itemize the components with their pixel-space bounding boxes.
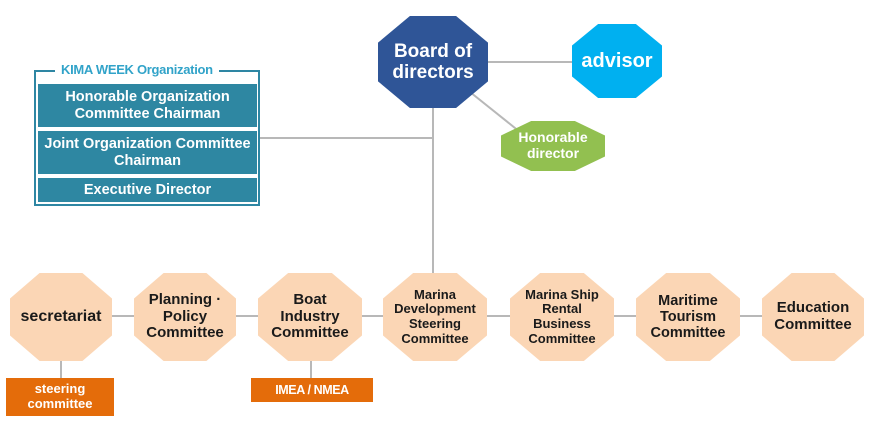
org-row-joint-chairman: Joint Organization Committee Chairman	[38, 131, 257, 174]
committee-marina-ship-rental: Marina Ship Rental Business Committee	[510, 273, 614, 361]
honorable-director-node: Honorable director	[501, 121, 605, 171]
imea-nmea-box: IMEA / NMEA	[251, 378, 373, 402]
committee-secretariat: secretariat	[10, 273, 112, 361]
org-row-honorable-chairman: Honorable Organization Committee Chairma…	[38, 84, 257, 127]
org-row-executive-director: Executive Director	[38, 178, 257, 202]
committee-planning-policy: Planning · Policy Committee	[134, 273, 236, 361]
board-of-directors-node: Board of directors	[378, 16, 488, 108]
advisor-node: advisor	[572, 24, 662, 98]
committee-marina-development: Marina Development Steering Committee	[383, 273, 487, 361]
committee-boat-industry: Boat Industry Committee	[258, 273, 362, 361]
committee-education: Education Committee	[762, 273, 864, 361]
steering-committee-box: steering committee	[6, 378, 114, 416]
committee-maritime-tourism: Maritime Tourism Committee	[636, 273, 740, 361]
org-group-title: KIMA WEEK Organization	[55, 62, 219, 77]
